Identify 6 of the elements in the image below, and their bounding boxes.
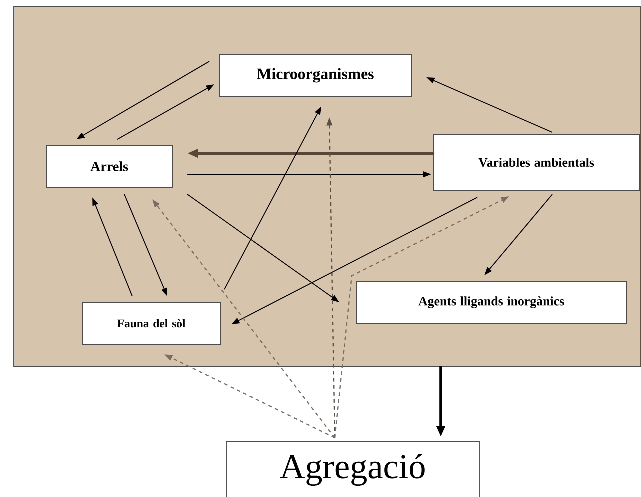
result-box: Agregació [226, 442, 480, 497]
process-box: Arrels [46, 145, 173, 188]
process-box: Fauna del sòl [82, 302, 221, 345]
process-box: Agents lligands inorgànics [356, 281, 627, 324]
process-box: Variables ambientals [433, 134, 640, 191]
process-box: Microorganismes [219, 54, 412, 97]
